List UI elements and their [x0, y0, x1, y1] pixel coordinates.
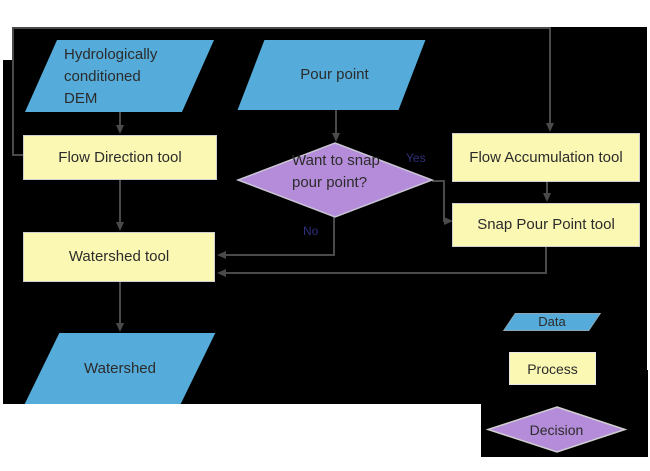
legend-process-label: Process [527, 360, 578, 377]
snap-pour-point-label: Snap Pour Point tool [477, 216, 615, 233]
legend-decision-shape [485, 406, 628, 453]
decision-diamond-shape [235, 142, 435, 218]
edge-flowdirection-to-flowaccumulation [12, 27, 554, 156]
legend-data-label: Data [538, 314, 566, 329]
edge-decision-no-to-watershedtool [217, 217, 335, 259]
yes-branch-label: Yes [406, 151, 426, 165]
watershed-label: Watershed [84, 359, 156, 377]
pour-point-label: Pour point [300, 66, 369, 83]
flow-direction-label: Flow Direction tool [58, 148, 182, 166]
snap-pour-point-box [452, 203, 640, 247]
dem-label: Hydrologically conditioned DEM [64, 46, 158, 107]
edge-snappourpoint-to-watershedtool [217, 247, 547, 277]
flow-accumulation-box [452, 133, 640, 182]
decision-label: Want to snap pour point? [292, 152, 380, 191]
no-branch-label: No [303, 224, 319, 238]
flow-direction-box [23, 135, 217, 180]
watershed-tool-label: Watershed tool [68, 248, 170, 265]
legend-decision-label: Decision [529, 421, 584, 438]
flow-accumulation-label: Flow Accumulation tool [469, 148, 623, 166]
watershed-tool-box [23, 232, 215, 282]
edge-decision-yes-to-snappourpoint [432, 180, 453, 225]
legend-process-shape [509, 352, 596, 385]
